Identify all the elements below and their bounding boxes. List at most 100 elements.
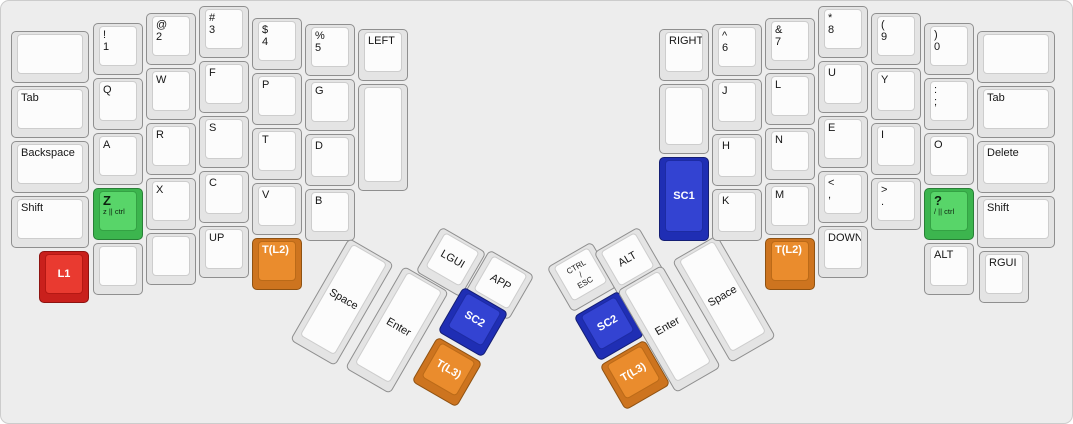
key-l-r[interactable]: R	[146, 123, 196, 175]
key-legend	[153, 237, 189, 241]
key-r-spacer-top[interactable]	[977, 31, 1055, 83]
key-legend: ^6	[719, 28, 755, 56]
key-r-tab[interactable]: Tab	[977, 86, 1055, 138]
key-legend: M	[772, 187, 808, 203]
key-legend-line: $	[262, 24, 269, 36]
key-legend-line: L	[775, 79, 782, 91]
key-legend: E	[825, 120, 861, 136]
key-r-num0[interactable]: )0	[924, 23, 974, 75]
key-l-blank1[interactable]	[93, 243, 143, 295]
key-r-alt[interactable]: ALT	[924, 243, 974, 295]
key-r-n[interactable]: N	[765, 128, 815, 180]
key-l-num3[interactable]: #3	[199, 6, 249, 58]
key-r-j[interactable]: J	[712, 79, 762, 131]
key-l-w[interactable]: W	[146, 68, 196, 120]
key-r-sc1[interactable]: SC1	[659, 157, 709, 241]
key-r-k[interactable]: K	[712, 189, 762, 241]
key-r-period[interactable]: >.	[871, 178, 921, 230]
key-r-num7[interactable]: &7	[765, 18, 815, 70]
key-l-num4[interactable]: $4	[252, 18, 302, 70]
key-l-b[interactable]: B	[305, 189, 355, 241]
key-r-tl2[interactable]: T(L2)	[765, 238, 815, 290]
key-legend-line: >	[881, 184, 888, 196]
key-legend: LGUI	[427, 233, 479, 285]
key-r-l[interactable]: L	[765, 73, 815, 125]
key-legend: LEFT	[365, 33, 401, 49]
key-r-comma[interactable]: <,	[818, 171, 868, 223]
key-l-backspace[interactable]: Backspace	[11, 141, 89, 193]
key-r-down[interactable]: DOWN	[818, 226, 868, 278]
key-r-m[interactable]: M	[765, 183, 815, 235]
key-l-s[interactable]: S	[199, 116, 249, 168]
key-legend-line: Q	[103, 84, 112, 96]
key-legend: Y	[878, 72, 914, 88]
key-r-e[interactable]: E	[818, 116, 868, 168]
key-l-layer1[interactable]: L1	[39, 251, 89, 303]
keycap-top: E	[824, 119, 862, 159]
key-r-blank1[interactable]	[659, 84, 709, 154]
key-r-right[interactable]: RIGHT	[659, 29, 709, 81]
key-l-up[interactable]: UP	[199, 226, 249, 278]
key-l-v[interactable]: V	[252, 183, 302, 235]
key-legend: A	[100, 137, 136, 153]
keycap-top: X	[152, 181, 190, 221]
key-legend-line: Tab	[987, 92, 1005, 104]
keycap-top: H	[718, 137, 756, 177]
key-legend: I	[878, 127, 914, 143]
key-l-blank2[interactable]	[146, 233, 196, 285]
key-r-num6[interactable]: ^6	[712, 24, 762, 76]
key-l-tl2[interactable]: T(L2)	[252, 238, 302, 290]
key-r-num9[interactable]: (9	[871, 13, 921, 65]
key-l-p[interactable]: P	[252, 73, 302, 125]
key-l-spacer-top[interactable]	[11, 31, 89, 83]
key-r-shift[interactable]: Shift	[977, 196, 1055, 248]
key-legend-line: Backspace	[21, 147, 75, 159]
key-r-o[interactable]: O	[924, 133, 974, 185]
key-l-t[interactable]: T	[252, 128, 302, 180]
key-legend	[984, 35, 1048, 39]
key-l-tab[interactable]: Tab	[11, 86, 89, 138]
key-legend: *8	[825, 10, 861, 38]
key-legend-line: ,	[828, 189, 832, 201]
key-legend-line: RGUI	[989, 257, 1017, 269]
keycap-top: SC1	[665, 160, 703, 232]
key-r-rgui[interactable]: RGUI	[979, 251, 1029, 303]
keycap-top: R	[152, 126, 190, 166]
key-r-delete[interactable]: Delete	[977, 141, 1055, 193]
key-l-left[interactable]: LEFT	[358, 29, 408, 81]
keycap-top: UP	[205, 229, 243, 269]
key-l-num5[interactable]: %5	[305, 24, 355, 76]
key-r-h[interactable]: H	[712, 134, 762, 186]
key-r-u[interactable]: U	[818, 61, 868, 113]
key-r-num8[interactable]: *8	[818, 6, 868, 58]
keycap-top: LEFT	[364, 32, 402, 72]
key-legend-line: I	[881, 129, 885, 141]
key-r-question[interactable]: ?/ || ctrl	[924, 188, 974, 240]
key-legend: S	[206, 120, 242, 136]
key-l-d[interactable]: D	[305, 134, 355, 186]
key-l-a[interactable]: A	[93, 133, 143, 185]
key-l-num1[interactable]: !1	[93, 23, 143, 75]
key-legend-line: APP	[487, 271, 514, 294]
key-legend-line: ALT	[616, 249, 639, 270]
key-r-y[interactable]: Y	[871, 68, 921, 120]
keycap-top: B	[311, 192, 349, 232]
key-l-shift[interactable]: Shift	[11, 196, 89, 248]
key-l-tall-blank[interactable]	[358, 84, 408, 191]
key-l-g[interactable]: G	[305, 79, 355, 131]
key-l-x[interactable]: X	[146, 178, 196, 230]
keycap-top	[99, 246, 137, 286]
key-legend-line: (	[881, 19, 885, 31]
key-l-num2[interactable]: @2	[146, 13, 196, 65]
key-r-semicolon[interactable]: :;	[924, 78, 974, 130]
key-legend-line: C	[209, 177, 217, 189]
key-l-q[interactable]: Q	[93, 78, 143, 130]
key-r-i[interactable]: I	[871, 123, 921, 175]
key-legend-line: G	[315, 85, 324, 97]
key-legend: Shift	[984, 200, 1048, 216]
key-legend: Tab	[984, 90, 1048, 106]
key-l-f[interactable]: F	[199, 61, 249, 113]
key-l-c[interactable]: C	[199, 171, 249, 223]
